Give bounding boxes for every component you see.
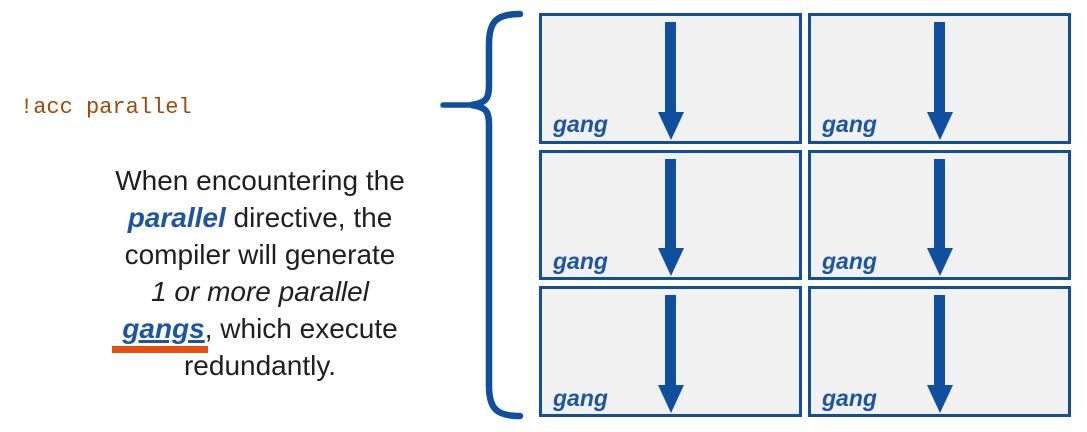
gang-label: gang [822, 111, 877, 138]
description-line: compiler will generate [40, 236, 480, 273]
arrow-head [926, 385, 953, 413]
parallel-keyword: parallel [127, 202, 226, 233]
arrow-shaft [665, 158, 676, 251]
description-line: gangs, which execute [40, 310, 480, 353]
arrow-head [657, 111, 684, 140]
down-arrow-icon [926, 295, 953, 413]
brace-shape [470, 10, 524, 420]
down-arrow-icon [657, 158, 684, 277]
arrow-shaft [934, 295, 945, 387]
gang-label: gang [553, 384, 608, 411]
arrow-head [657, 248, 684, 277]
gang-grid: gang gang gang gang gang gang [539, 13, 1071, 417]
gang-label: gang [553, 111, 608, 138]
down-arrow-icon [926, 158, 953, 277]
down-arrow-icon [657, 22, 684, 140]
gang-box: gang [539, 13, 802, 144]
text-segment: redundantly. [183, 350, 337, 381]
arrow-shaft [665, 22, 676, 114]
gangs-link: gangs [112, 310, 209, 353]
description-line: When encountering the [40, 162, 480, 199]
gang-label: gang [553, 248, 608, 275]
gang-box: gang [808, 286, 1071, 417]
arrow-head [657, 385, 684, 413]
text-segment: compiler will generate [124, 239, 396, 270]
arrow-head [926, 248, 953, 277]
gang-box: gang [808, 149, 1071, 281]
gang-box: gang [539, 149, 802, 281]
gang-label: gang [822, 248, 877, 275]
gang-box: gang [808, 13, 1071, 144]
description-line: 1 or more parallel [40, 273, 480, 310]
gang-label: gang [822, 384, 877, 411]
text-segment-italic: 1 or more parallel [151, 276, 369, 307]
arrow-head [926, 111, 953, 140]
arrow-shaft [934, 158, 945, 251]
description-line: parallel directive, the [40, 199, 480, 236]
curly-brace [440, 10, 524, 420]
down-arrow-icon [926, 22, 953, 140]
arrow-shaft [934, 22, 945, 114]
arrow-shaft [665, 295, 676, 387]
text-segment: , which execute [204, 313, 398, 344]
text-segment: When encountering the [115, 165, 405, 196]
code-directive-label: !acc parallel [20, 95, 192, 120]
gang-box: gang [539, 286, 802, 417]
text-segment: directive, the [225, 202, 393, 233]
down-arrow-icon [657, 295, 684, 413]
description-line: redundantly. [40, 347, 480, 384]
